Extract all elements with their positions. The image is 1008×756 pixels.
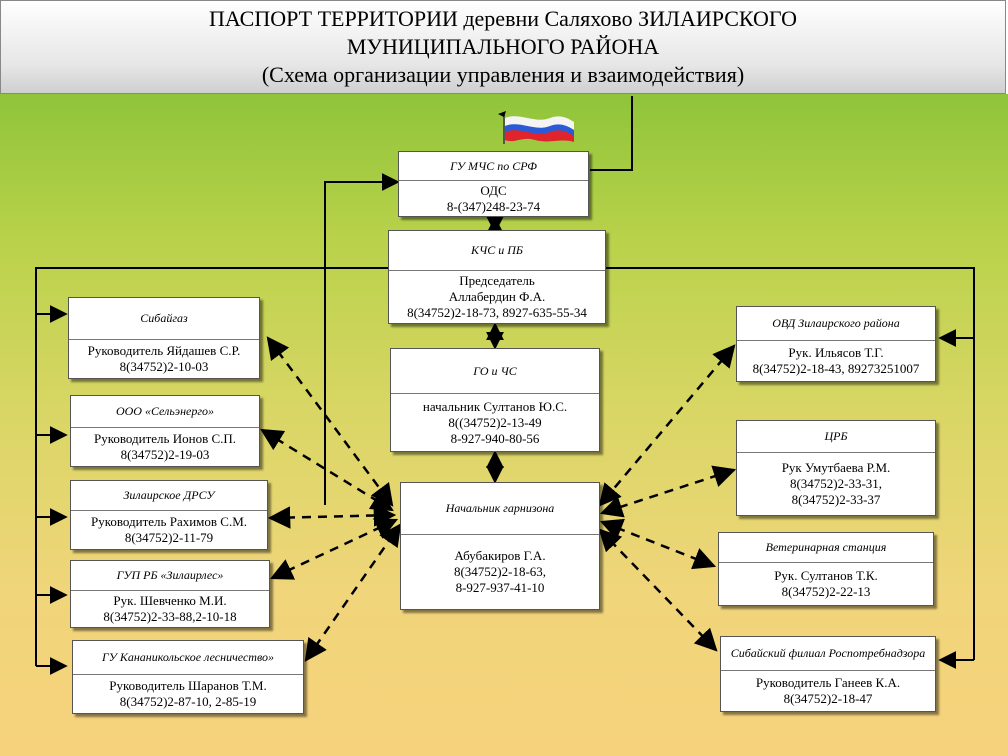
left-box-line1: Рук. Шевченко М.И. [113, 593, 227, 608]
garrison-line3: 8-927-937-41-10 [455, 580, 545, 595]
kchs-line3: 8(34752)2-18-73, 8927-635-55-34 [407, 305, 587, 320]
left-box-line2: 8(34752)2-11-79 [124, 530, 214, 545]
right-box-crb: ЦРБ Рук Умутбаева Р.М. 8(34752)2-33-31, … [736, 420, 936, 516]
garrison-line1: Абубакиров Г.А. [454, 548, 546, 563]
title-line-1: ПАСПОРТ ТЕРРИТОРИИ деревни Саляхово ЗИЛА… [209, 6, 797, 31]
title-line-2: МУНИЦИПАЛЬНОГО РАЙОНА [346, 34, 660, 59]
left-box-line1: Руководитель Рахимов С.М. [90, 514, 248, 529]
left-box-selenergo: ООО «Сельэнерго» Руководитель Ионов С.П.… [70, 395, 260, 467]
left-box-title: Сибайгаз [69, 298, 259, 340]
go-line2: 8((34752)2-13-49 [448, 414, 542, 430]
right-box-line1: Руководитель Ганеев К.А. [755, 675, 901, 690]
mchs-title: ГУ МЧС по СРФ [399, 152, 588, 181]
left-box-title: ГУ Кананикольское лесничество» [73, 641, 303, 675]
left-box-line1: Руководитель Яйдашев С.Р. [87, 343, 241, 358]
right-box-title: Сибайский филиал Роспотребнадзора [721, 637, 935, 671]
garrison-line2: 8(34752)2-18-63, [453, 564, 547, 579]
left-box-line2: 8(34752)2-33-88,2-10-18 [103, 609, 237, 624]
left-box-line1: Руководитель Ионов С.П. [93, 431, 237, 446]
right-box-line2: 8(34752)2-18-43, 89273251007 [752, 361, 920, 376]
go-line1: начальник Султанов Ю.С. [422, 398, 568, 414]
right-bus-line [606, 267, 975, 660]
kchs-title: КЧС и ПБ [389, 231, 605, 271]
mchs-line1: ОДС [480, 182, 507, 198]
garrison-title: Начальник гарнизона [401, 483, 599, 535]
right-box-rospotreb: Сибайский филиал Роспотребнадзора Руково… [720, 636, 936, 712]
go-line3: 8-927-940-80-56 [450, 430, 540, 446]
left-box-drsu: Зилаирское ДРСУ Руководитель Рахимов С.М… [70, 480, 268, 550]
left-box-line1: Руководитель Шаранов Т.М. [109, 678, 267, 693]
title-line-3: (Схема организации управления и взаимоде… [261, 62, 745, 87]
mchs-box: ГУ МЧС по СРФ ОДС 8-(347)248-23-74 [398, 151, 589, 217]
right-box-title: ОВД Зилаирского района [737, 307, 935, 341]
left-box-sibaigaz: Сибайгаз Руководитель Яйдашев С.Р. 8(347… [68, 297, 260, 379]
kchs-line2: Аллабердин Ф.А. [448, 289, 546, 304]
right-box-line2: 8(34752)2-18-47 [783, 691, 873, 706]
right-box-ovd: ОВД Зилаирского района Рук. Ильясов Т.Г.… [736, 306, 936, 382]
garrison-box: Начальник гарнизона Абубакиров Г.А. 8(34… [400, 482, 600, 610]
right-box-vet: Ветеринарная станция Рук. Султанов Т.К. … [718, 532, 934, 606]
left-box-zilairles: ГУП РБ «Зилаирлес» Рук. Шевченко М.И. 8(… [70, 560, 270, 628]
right-box-line1: Рук. Ильясов Т.Г. [788, 345, 884, 360]
kchs-box: КЧС и ПБ Председатель Аллабердин Ф.А. 8(… [388, 230, 606, 324]
right-box-line2: 8(34752)2-33-31, [789, 476, 883, 491]
right-box-line2: 8(34752)2-22-13 [781, 584, 871, 599]
kchs-line1: Председатель [459, 273, 535, 288]
left-box-title: ГУП РБ «Зилаирлес» [71, 561, 269, 591]
go-box: ГО и ЧС начальник Султанов Ю.С. 8((34752… [390, 348, 600, 452]
go-title: ГО и ЧС [391, 349, 599, 394]
right-box-line1: Рук. Султанов Т.К. [774, 568, 878, 583]
left-box-lesnichestvo: ГУ Кананикольское лесничество» Руководит… [72, 640, 304, 714]
right-box-line3: 8(34752)2-33-37 [791, 492, 881, 507]
left-bus-line [35, 267, 388, 666]
left-box-line2: 8(34752)2-10-03 [119, 359, 209, 374]
right-box-title: ЦРБ [737, 421, 935, 453]
right-box-title: Ветеринарная станция [719, 533, 933, 563]
left-box-title: Зилаирское ДРСУ [71, 481, 267, 511]
left-box-line2: 8(34752)2-87-10, 2-85-19 [119, 694, 257, 709]
page-header: ПАСПОРТ ТЕРРИТОРИИ деревни Саляхово ЗИЛА… [0, 0, 1006, 94]
russian-flag-icon [498, 111, 574, 144]
left-box-line2: 8(34752)2-19-03 [120, 447, 210, 462]
mchs-line2: 8-(347)248-23-74 [446, 198, 541, 214]
right-box-line1: Рук Умутбаева Р.М. [781, 460, 891, 475]
left-box-title: ООО «Сельэнерго» [71, 396, 259, 428]
